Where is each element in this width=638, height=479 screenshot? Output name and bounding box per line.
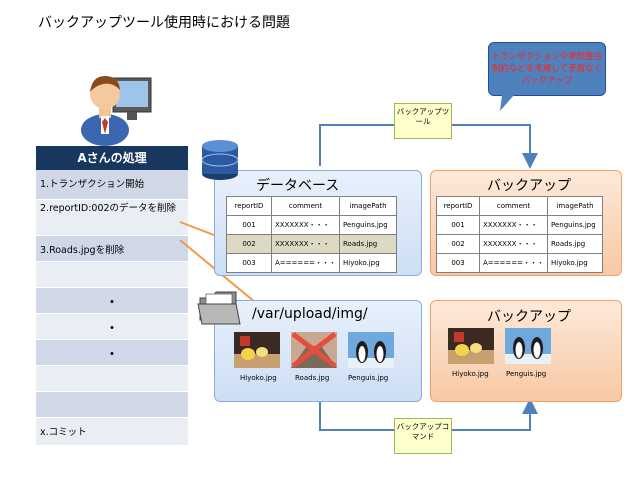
process-step: ・ <box>36 340 188 366</box>
process-step: 2.reportID:002のデータを削除 <box>36 200 188 236</box>
penguins-image-icon <box>348 332 394 368</box>
process-step <box>36 366 188 392</box>
table-cell: XXXXXXX・・・ <box>271 234 340 254</box>
process-step <box>36 262 188 288</box>
table-cell: Penguins.jpg <box>338 215 397 235</box>
hiyoko-image-icon <box>234 332 280 368</box>
process-step: ・ <box>36 314 188 340</box>
table-cell: 003 <box>436 253 480 273</box>
file-label: Roads.jpg <box>295 374 330 382</box>
column-header: comment <box>479 196 548 216</box>
user-at-computer-icon <box>81 76 152 146</box>
table-cell: 003 <box>226 253 272 273</box>
process-step: ・ <box>36 288 188 314</box>
table-cell: Hiyoko.jpg <box>338 253 397 273</box>
page-title: バックアップツール使用時における問題 <box>38 15 290 31</box>
database-table: reportID comment imagePath 001 XXXXXXX・・… <box>226 196 397 273</box>
hiyoko-image-icon <box>448 328 494 364</box>
process-step: 3.Roads.jpgを削除 <box>36 236 188 262</box>
table-cell: 002 <box>226 234 272 254</box>
column-header: reportID <box>226 196 272 216</box>
folder-icon <box>197 291 241 325</box>
database-panel-title: データベース <box>256 178 340 194</box>
process-step <box>36 392 188 418</box>
note-callout: トランザクションや参照整合制約などを考慮して矛盾なくバックアップ <box>488 42 606 96</box>
table-cell: XXXXXXX・・・ <box>479 234 548 254</box>
column-header: imagePath <box>338 196 397 216</box>
column-header: reportID <box>436 196 480 216</box>
table-cell: Roads.jpg <box>338 234 397 254</box>
callout-tail <box>500 95 514 111</box>
table-cell: A======・・・ <box>271 253 340 273</box>
table-cell: XXXXXXX・・・ <box>271 215 340 235</box>
file-label: Penguis.jpg <box>348 374 389 382</box>
table-cell: 002 <box>436 234 480 254</box>
table-cell: 001 <box>226 215 272 235</box>
table-cell: 001 <box>436 215 480 235</box>
backup-tool-box: バックアップツール <box>394 103 452 139</box>
process-step: x.コミット <box>36 418 188 446</box>
table-cell: XXXXXXX・・・ <box>479 215 548 235</box>
roads-image-icon <box>291 332 337 368</box>
table-cell: A======・・・ <box>479 253 548 273</box>
backup-command-box: バックアップコマンド <box>394 418 452 454</box>
backup-database-title: バックアップ <box>487 178 571 194</box>
column-header: imagePath <box>546 196 603 216</box>
folder-panel-title: /var/upload/img/ <box>252 306 368 322</box>
deleted-row: 002 XXXXXXX・・・ Roads.jpg <box>226 234 397 254</box>
column-header: comment <box>271 196 340 216</box>
file-label: Hiyoko.jpg <box>240 374 277 382</box>
process-table: 1.トランザクション開始 2.reportID:002のデータを削除 3.Roa… <box>36 170 188 446</box>
process-step: 1.トランザクション開始 <box>36 170 188 200</box>
backup-database-table: reportID comment imagePath 001 XXXXXXX・・… <box>436 196 603 273</box>
table-cell: Roads.jpg <box>546 234 603 254</box>
file-label: Penguis.jpg <box>506 370 547 378</box>
table-cell: Hiyoko.jpg <box>546 253 603 273</box>
backup-folder-title: バックアップ <box>487 309 571 325</box>
file-label: Hiyoko.jpg <box>452 370 489 378</box>
database-cylinder-icon <box>201 140 239 180</box>
process-header: Aさんの処理 <box>36 146 188 170</box>
table-cell: Penguins.jpg <box>546 215 603 235</box>
penguins-image-icon <box>505 328 551 364</box>
